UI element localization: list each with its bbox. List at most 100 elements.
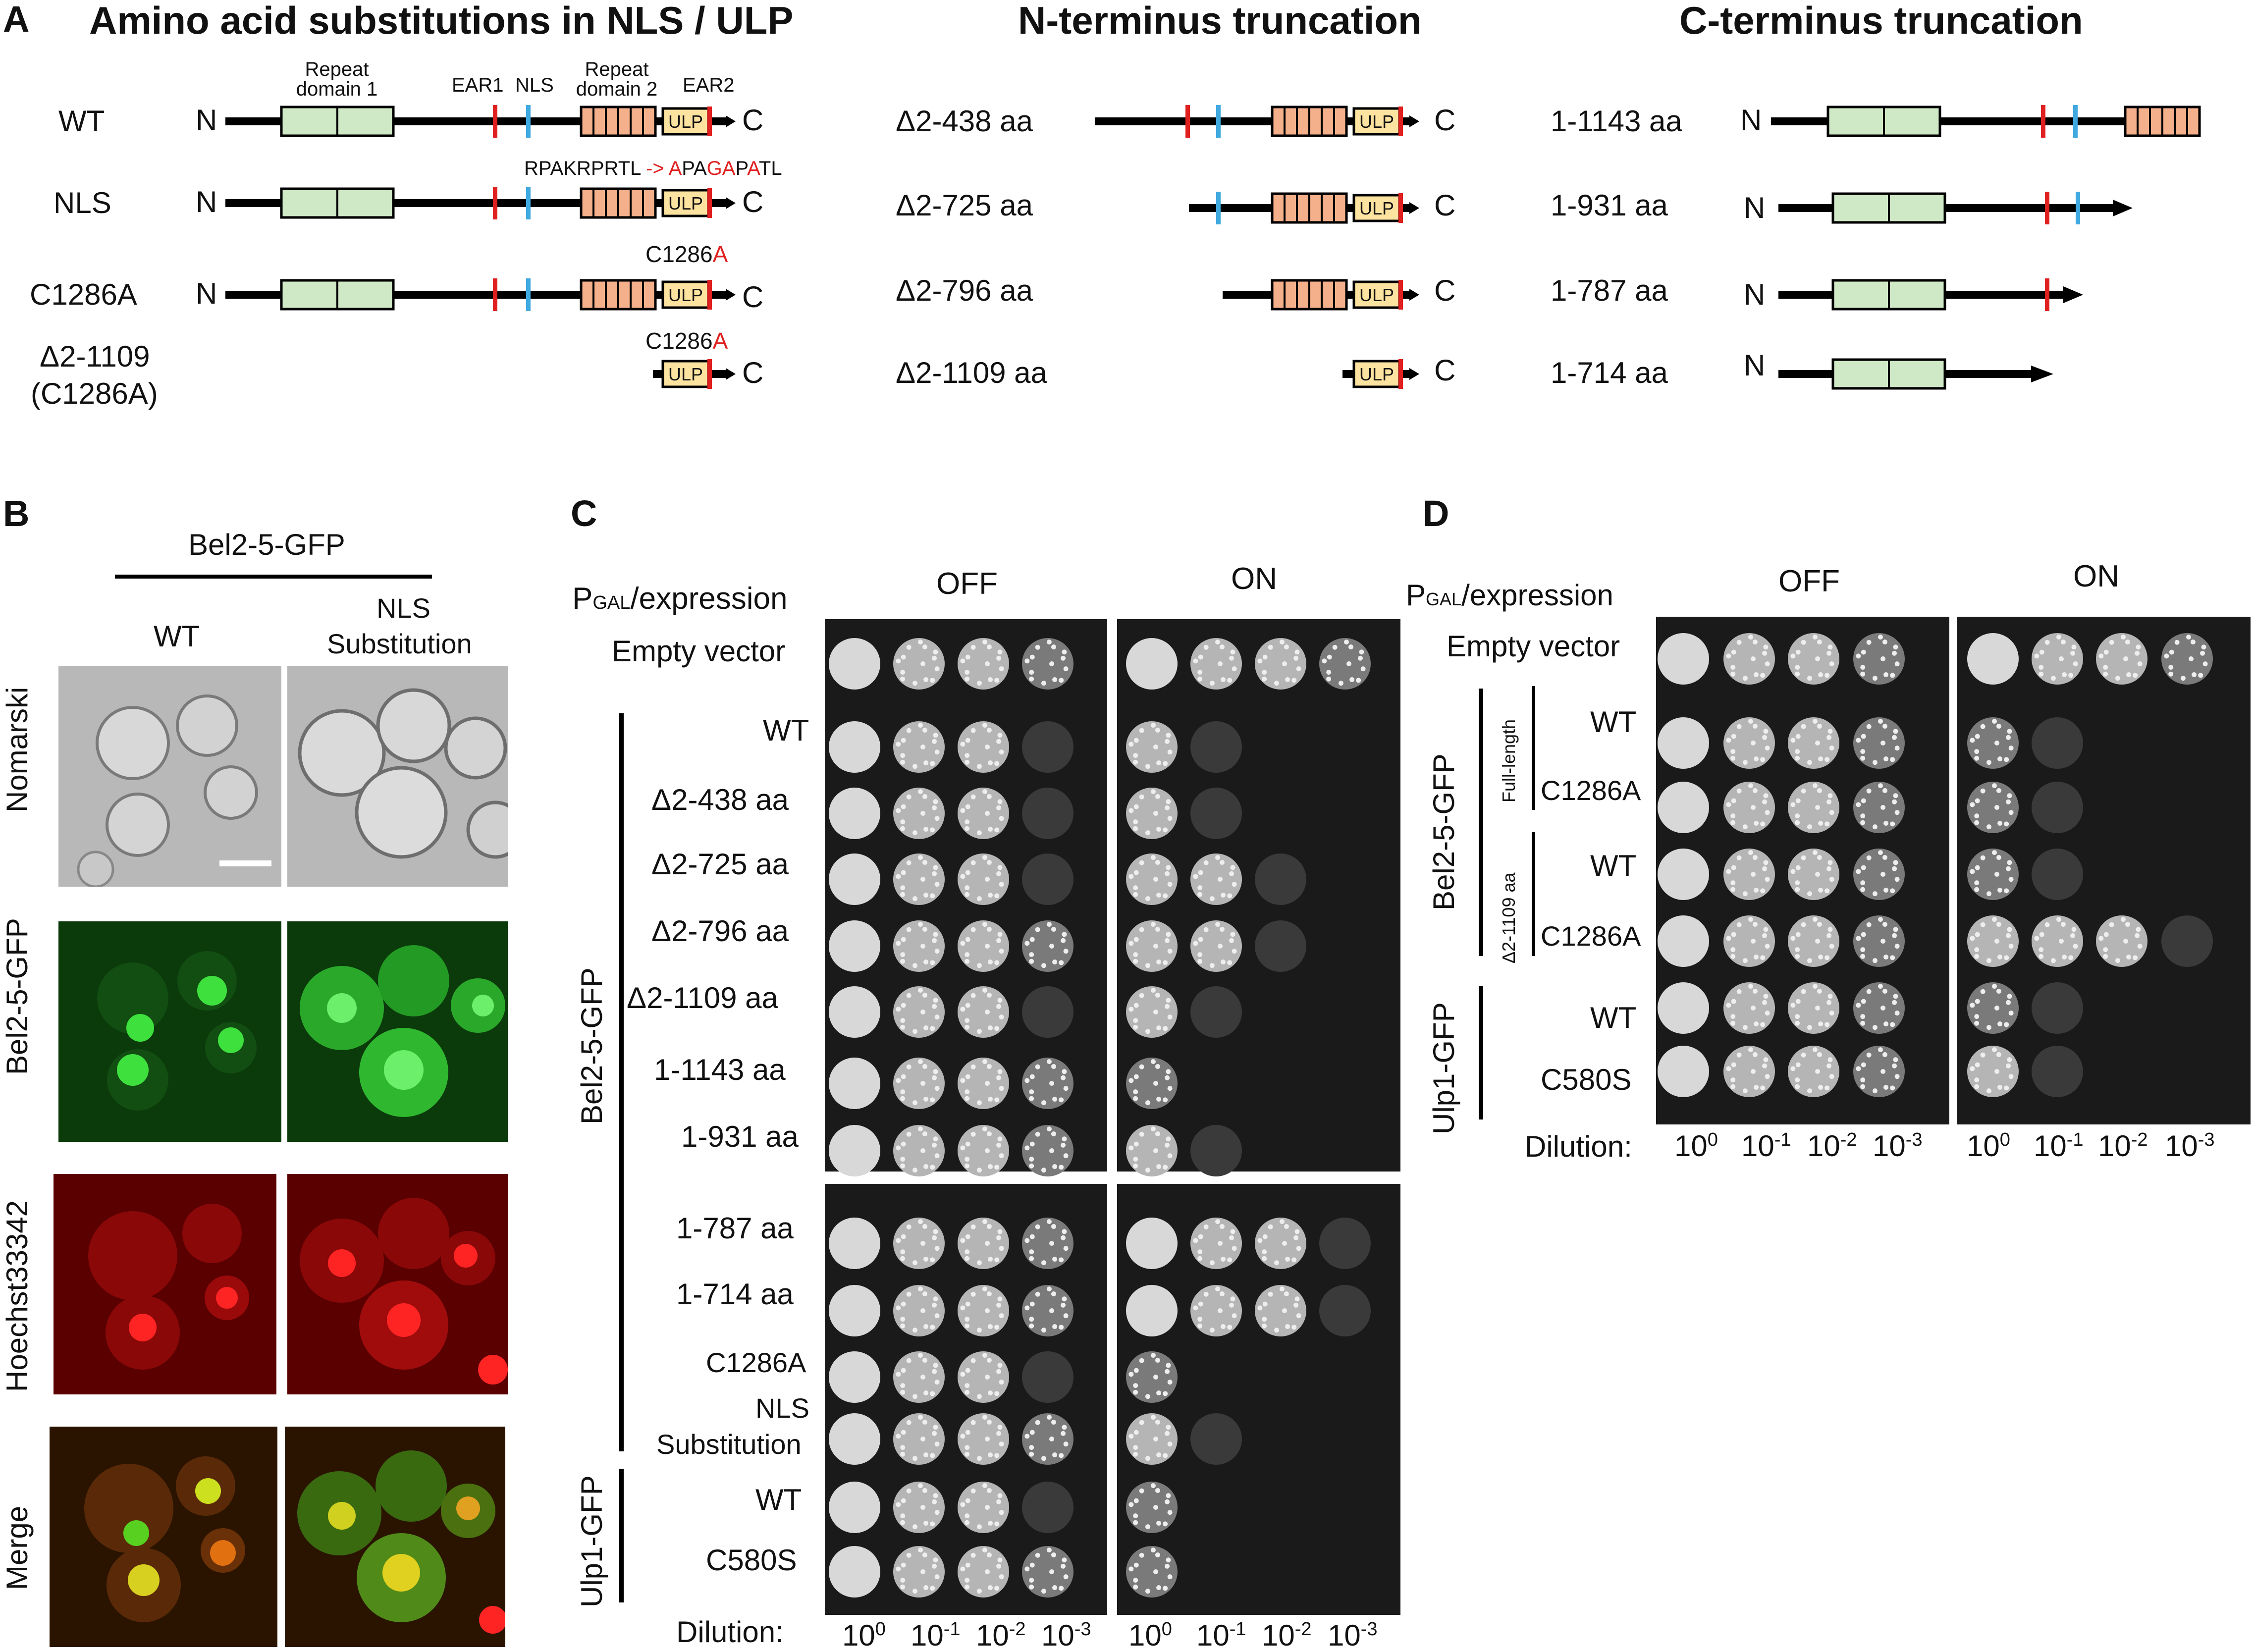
colony-dot	[1892, 1000, 1897, 1005]
colony-dot	[1790, 1066, 1796, 1071]
wt-construct	[225, 105, 736, 138]
colony-dot	[1133, 1096, 1138, 1101]
panel-a-title-substitutions: Amino acid substitutions in NLS / ULP	[89, 0, 794, 42]
colony-dot	[985, 1505, 990, 1510]
colony-dot	[1730, 887, 1736, 892]
colony-dot	[1827, 793, 1833, 799]
colony-dot	[900, 1256, 906, 1261]
colony-dot	[1166, 998, 1171, 1003]
colony-dot	[923, 1097, 929, 1102]
colony-dot	[1049, 1437, 1054, 1441]
colony-dot	[1883, 821, 1889, 826]
c-spot	[1022, 1058, 1073, 1109]
colony-dot	[933, 1136, 938, 1142]
c-term-d796: C	[1434, 274, 1456, 307]
colony-dot	[1975, 734, 1980, 739]
c-term-c1286a: C	[742, 280, 764, 314]
colony-dot	[1139, 1358, 1144, 1363]
colony-dot	[2007, 927, 2012, 932]
colony-dot	[1986, 1025, 1991, 1030]
colony-dot	[912, 963, 917, 968]
colony-dot	[1980, 788, 1986, 794]
colony-dot	[932, 1431, 937, 1436]
colony-dot	[976, 1029, 982, 1034]
colony-dot	[934, 1574, 940, 1580]
c-row-787: 1-787 aa	[676, 1212, 794, 1245]
c-spot	[1190, 920, 1242, 972]
c-row-nls: NLS	[755, 1392, 809, 1424]
colony-dot	[1826, 650, 1832, 656]
colony-dot	[1209, 896, 1215, 902]
colony-dot	[1892, 933, 1897, 938]
panel-a-title-nterm: N-terminus truncation	[1018, 0, 1422, 42]
panel-label-b: B	[3, 493, 30, 534]
colony-dot	[1986, 760, 1991, 765]
colony-dot	[2109, 639, 2114, 645]
colony-dot	[1274, 681, 1279, 686]
colony-dot	[917, 1286, 923, 1292]
b-gfp-nls-image	[287, 921, 508, 1142]
colony-dot	[1894, 1011, 1900, 1016]
d-spot	[1853, 1046, 1905, 1097]
colony-dot	[1262, 1249, 1267, 1255]
colony-dot	[934, 1153, 940, 1159]
colony-dot	[1155, 1131, 1160, 1137]
colony-dot	[2123, 656, 2128, 661]
d-spot	[1723, 982, 1775, 1034]
colony-dot	[2006, 866, 2011, 871]
colony-dot	[1133, 1089, 1138, 1095]
colony-dot	[1760, 757, 1766, 762]
colony-dot	[1763, 860, 1769, 865]
c-spot	[829, 1058, 880, 1109]
colony-dot	[997, 1425, 1003, 1430]
colony-dot	[1063, 1574, 1069, 1580]
colony-dot	[1731, 999, 1736, 1004]
colony-dot	[1991, 917, 1997, 922]
colony-dot	[934, 666, 940, 672]
panel-label-a: A	[3, 0, 30, 40]
colony-dot	[994, 1026, 1000, 1031]
colony-dot	[2136, 927, 2141, 932]
colony-dot	[1150, 789, 1156, 795]
colony-dot	[997, 1296, 1003, 1302]
colony-dot	[976, 1168, 982, 1173]
colony-dot	[1795, 665, 1800, 670]
colony-dot	[906, 860, 912, 865]
c-row-substitution: Substitution	[656, 1429, 802, 1460]
colony-dot	[1818, 955, 1824, 960]
colony-dot	[1856, 653, 1861, 659]
colony-dot	[1156, 1025, 1162, 1031]
colony-dot	[923, 1452, 929, 1458]
colony-dot	[923, 677, 929, 683]
colony-dot	[1827, 994, 1833, 999]
colony-dot	[932, 1563, 937, 1569]
colony-dot	[988, 1324, 993, 1330]
repeat1-label-line1: Repeat	[305, 58, 369, 80]
colony-dot	[999, 949, 1004, 954]
colony-dot	[1163, 1391, 1168, 1396]
colony-dot	[1133, 952, 1138, 958]
colony-dot	[1818, 672, 1824, 678]
colony-dot	[985, 1148, 990, 1153]
colony-dot	[920, 944, 925, 949]
colony-dot	[1763, 729, 1769, 734]
d-bel2-bar	[1479, 689, 1483, 956]
c-spot	[1319, 638, 1371, 690]
colony-dot	[1051, 1291, 1056, 1297]
colony-dot	[1752, 788, 1758, 794]
colony-dot	[1795, 947, 1800, 953]
colony-dot	[965, 1163, 970, 1169]
colony-dot	[1338, 681, 1343, 686]
colony-dot	[1817, 639, 1822, 645]
colony-dot	[1052, 1164, 1058, 1170]
colony-dot	[1893, 927, 1898, 932]
colony-dot	[1133, 1430, 1139, 1435]
colony-dot	[906, 1224, 912, 1229]
colony-dot	[1974, 813, 1980, 819]
c1286a-annotation: C1286A	[645, 241, 728, 267]
colony-dot	[1041, 1589, 1046, 1594]
colony-dot	[1760, 955, 1766, 960]
colony-dot	[965, 738, 970, 743]
colony-dot	[1291, 1325, 1297, 1330]
colony-dot	[2135, 933, 2140, 938]
